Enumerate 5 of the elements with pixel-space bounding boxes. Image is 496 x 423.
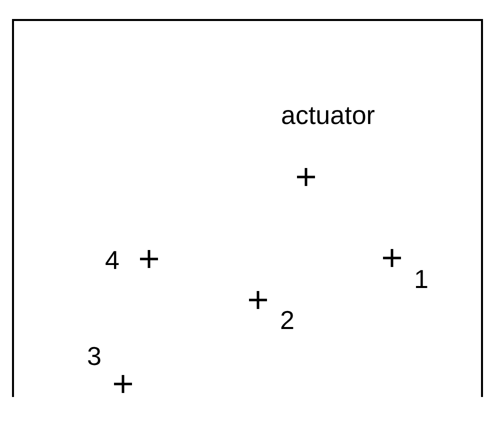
point-label: 4 — [105, 245, 120, 275]
point-label: 2 — [280, 305, 294, 335]
point-label: 1 — [414, 264, 428, 294]
point-label: 3 — [87, 341, 102, 371]
point-label: actuator — [281, 100, 375, 130]
